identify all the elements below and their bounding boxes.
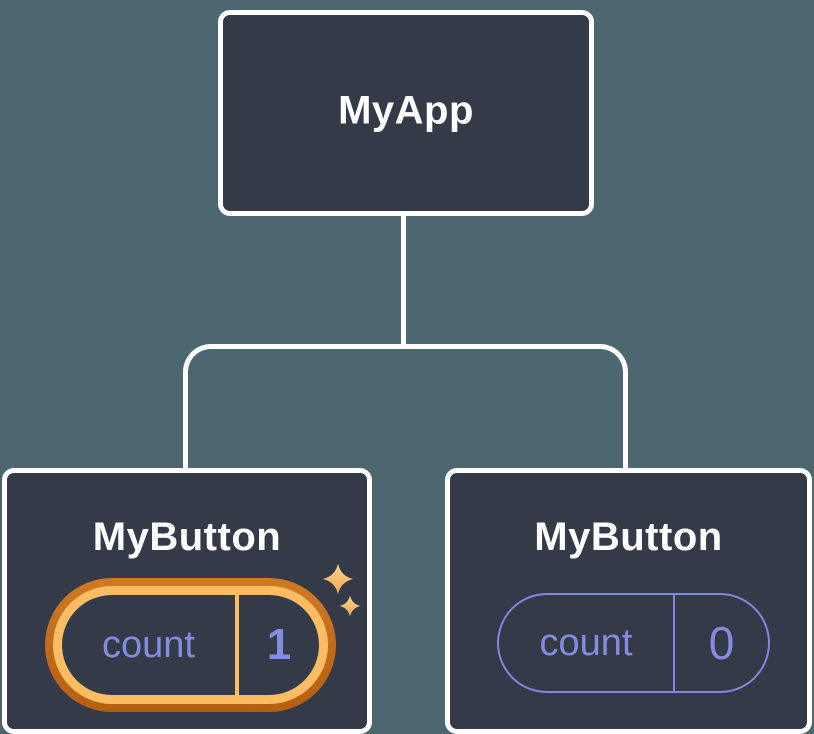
connector-bracket	[183, 344, 628, 470]
node-myapp: MyApp	[218, 10, 594, 216]
state-value: 0	[708, 617, 735, 669]
node-title: MyButton	[534, 515, 723, 559]
node-mybutton-plain: MyButton count 0	[445, 468, 812, 734]
state-label: count	[539, 621, 633, 664]
pill-divider	[673, 595, 675, 691]
state-pill: count 0	[497, 593, 770, 693]
state-value: 1	[266, 620, 292, 669]
state-label: count	[102, 623, 195, 666]
node-mybutton-updated: MyButton count 1	[2, 468, 372, 734]
sparkle-icon	[322, 563, 354, 595]
node-title: MyButton	[92, 515, 282, 559]
state-pill: count 1	[62, 595, 319, 695]
pill-divider	[235, 595, 239, 695]
sparkle-icon	[339, 595, 361, 617]
state-pill-highlight-ring: count 1	[53, 586, 328, 704]
state-pill-highlighted: count 1	[45, 578, 336, 712]
node-title: MyApp	[338, 88, 474, 133]
connector-stem	[401, 214, 406, 347]
